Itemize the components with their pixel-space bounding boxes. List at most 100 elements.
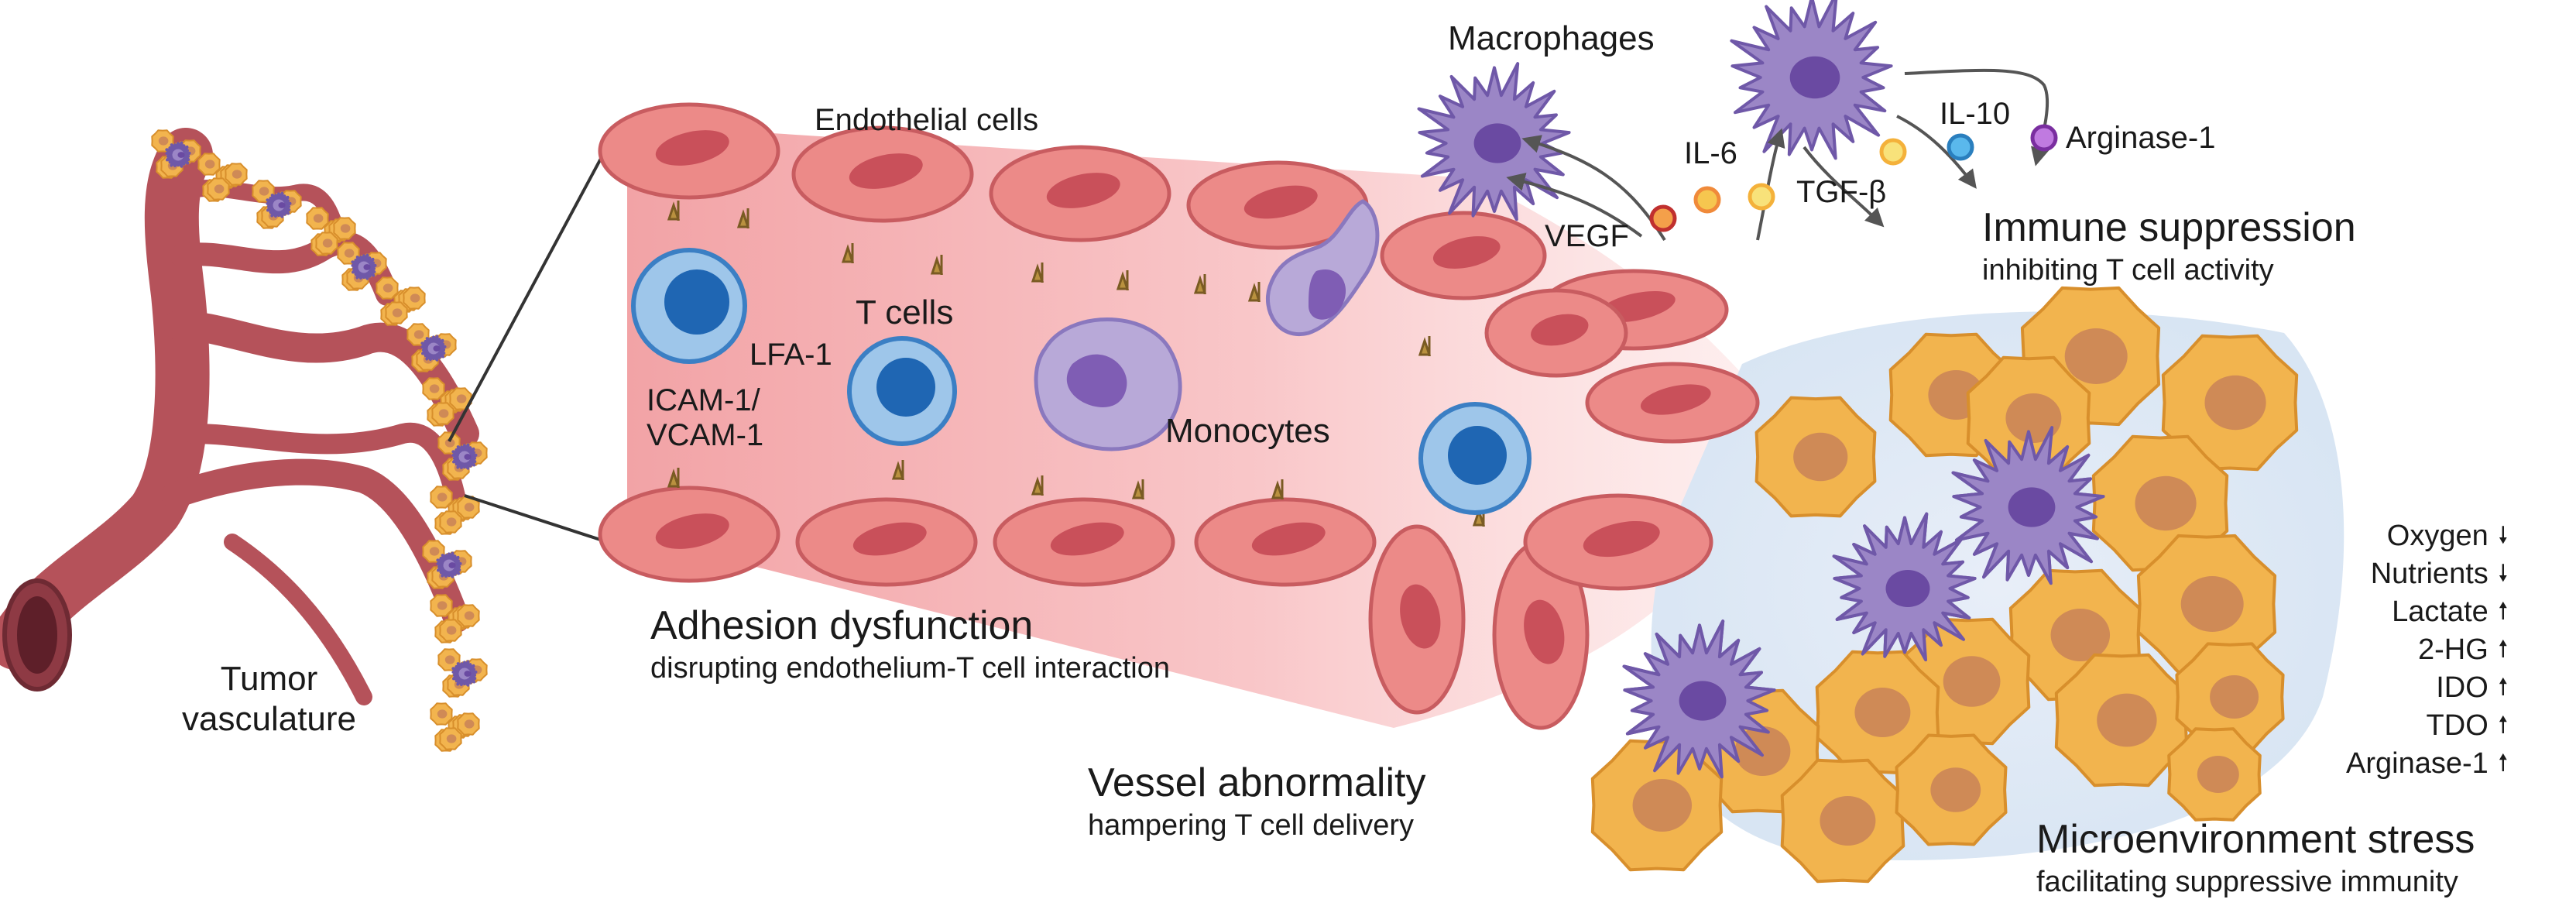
arrow-down-icon: 🠗	[2498, 523, 2509, 549]
tumor-cell-icon	[2161, 334, 2299, 472]
zoom-line	[464, 494, 620, 547]
adhesion-molecule-icon	[1031, 263, 1044, 283]
icam-vcam-label: ICAM-1/ VCAM-1	[647, 383, 764, 452]
endothelial-cell-icon	[1484, 288, 1628, 378]
zoom-line	[448, 123, 621, 442]
tumor-cell-icon	[431, 402, 454, 425]
arrow-up-icon: 🠕	[2498, 674, 2509, 701]
cytokine-dot-icon	[1748, 183, 1775, 211]
tumor-cell-icon	[430, 594, 453, 617]
tumor-cell-group	[1590, 286, 2299, 884]
cytokine-dot-icon	[1947, 133, 1974, 161]
tumor-cell-icon	[422, 377, 445, 400]
adhesion-molecule-icon	[1131, 479, 1145, 499]
stress-factor: Nutrients🠗	[2346, 555, 2512, 593]
vessel-icon	[0, 128, 479, 705]
endothelial-cell-icon	[989, 145, 1171, 242]
vegf-label: VEGF	[1545, 219, 1629, 253]
tumor-cell-icon	[457, 496, 480, 519]
endothelial-cell-icon	[795, 497, 978, 587]
macrophage-icon	[1832, 512, 1977, 662]
stress-factor: 2-HG🠕	[2346, 631, 2512, 669]
endothelial-cell-icon	[598, 102, 780, 200]
il6-label: IL-6	[1684, 136, 1737, 170]
tumor-cell-icon	[439, 619, 462, 642]
adhesion-molecule-icon	[930, 255, 944, 275]
arginase1-label: Arginase-1	[2066, 121, 2216, 155]
macrophage-icon	[351, 253, 377, 280]
stress-factor-list: Oxygen🠗 Nutrients🠗 Lactate🠕 2-HG🠕 IDO🠕 T…	[2346, 517, 2512, 783]
adhesion-dysfunction-subtitle: disrupting endothelium-T cell interactio…	[650, 652, 1170, 685]
immune-suppression-section: Immune suppression inhibiting T cell act…	[1982, 208, 2356, 285]
tumor-cell-icon	[197, 153, 221, 176]
macrophage-icon	[1730, 0, 1893, 160]
tgfb-label: TGF-β	[1796, 175, 1887, 209]
adhesion-molecule-icon	[667, 468, 681, 488]
t-cells-label: T cells	[856, 293, 954, 331]
vessel-abnormality-subtitle: hampering T cell delivery	[1088, 809, 1415, 842]
immune-suppression-subtitle: inhibiting T cell activity	[1982, 254, 2274, 287]
macrophages-label: Macrophages	[1448, 19, 1655, 57]
tumor-cell-icon	[439, 510, 462, 534]
endothelial-cell-icon	[791, 125, 974, 223]
tumor-cell-icon	[430, 486, 453, 509]
adhesion-molecule-icon	[667, 201, 681, 221]
tumor-cell-icon	[439, 727, 462, 750]
t-cell-icon	[631, 248, 747, 364]
adhesion-molecule-icon	[1418, 336, 1432, 356]
arrow-up-icon: 🠕	[2498, 750, 2509, 777]
endothelial-cell-icon	[1368, 524, 1466, 715]
il10-label: IL-10	[1940, 97, 2011, 131]
tumor-cell-icon	[1895, 733, 2008, 846]
immune-suppression-title: Immune suppression	[1982, 205, 2356, 250]
cytokine-dot-icon	[1693, 186, 1721, 214]
adhesion-dysfunction-title: Adhesion dysfunction	[650, 603, 1034, 648]
arrow-up-icon: 🠕	[2498, 712, 2509, 739]
stress-factor: Arginase-1🠕	[2346, 745, 2512, 783]
endothelial-cell-icon	[993, 497, 1175, 587]
macrophage-icon	[165, 141, 191, 168]
monocyte-icon	[1265, 199, 1380, 337]
tumor-vasculature-label: Tumor vasculature	[182, 660, 357, 738]
macrophage-icon	[436, 551, 462, 578]
tumor-cell-icon	[306, 207, 329, 230]
tumor-cluster-group	[151, 129, 488, 752]
t-cell-icon	[847, 336, 957, 446]
adhesion-molecule-icon	[891, 460, 905, 480]
arrow-up-icon: 🠕	[2498, 637, 2509, 663]
tumor-cell-icon	[2167, 727, 2262, 822]
adhesion-molecule-group	[667, 201, 1486, 527]
tumor-cell-icon	[225, 163, 248, 186]
tumor-cell-icon	[1754, 396, 1877, 518]
tumor-cell-icon	[2175, 642, 2285, 752]
monocyte-icon	[1034, 317, 1182, 451]
tumor-cell-icon	[333, 217, 356, 240]
vessel-abnormality-section: Vessel abnormality hampering T cell deli…	[1088, 763, 1425, 840]
tumor-cell-icon	[207, 177, 230, 201]
endothelial-cell-icon	[1194, 497, 1377, 587]
tumor-cell-icon	[430, 702, 453, 726]
adhesion-molecule-icon	[736, 208, 750, 228]
tumor-cell-icon	[422, 540, 445, 563]
adhesion-molecule-icon	[1271, 479, 1285, 499]
macrophage-icon	[451, 660, 478, 687]
cytokine-dot-icon	[2030, 124, 2058, 152]
endothelial-cell-group	[598, 102, 1760, 730]
tumor-cell-icon	[403, 287, 426, 310]
tumor-cell-icon	[2136, 534, 2277, 674]
macrophage-icon	[1951, 426, 2105, 585]
tumor-cell-icon	[1590, 739, 1724, 872]
tumor-cell-icon	[376, 276, 399, 300]
tumor-cell-icon	[1966, 355, 2091, 481]
arrow-down-icon: 🠗	[2498, 561, 2509, 587]
tumor-cell-icon	[385, 301, 408, 324]
endothelial-cells-label: Endothelial cells	[815, 103, 1039, 137]
monocytes-label: Monocytes	[1165, 412, 1330, 450]
adhesion-molecule-icon	[841, 243, 855, 263]
tumor-cell-icon	[457, 712, 480, 736]
microenvironment-stress-title: Microenvironment stress	[2036, 817, 2475, 862]
adhesion-molecule-icon	[1116, 270, 1130, 290]
stress-factor: Lactate🠕	[2346, 593, 2512, 631]
